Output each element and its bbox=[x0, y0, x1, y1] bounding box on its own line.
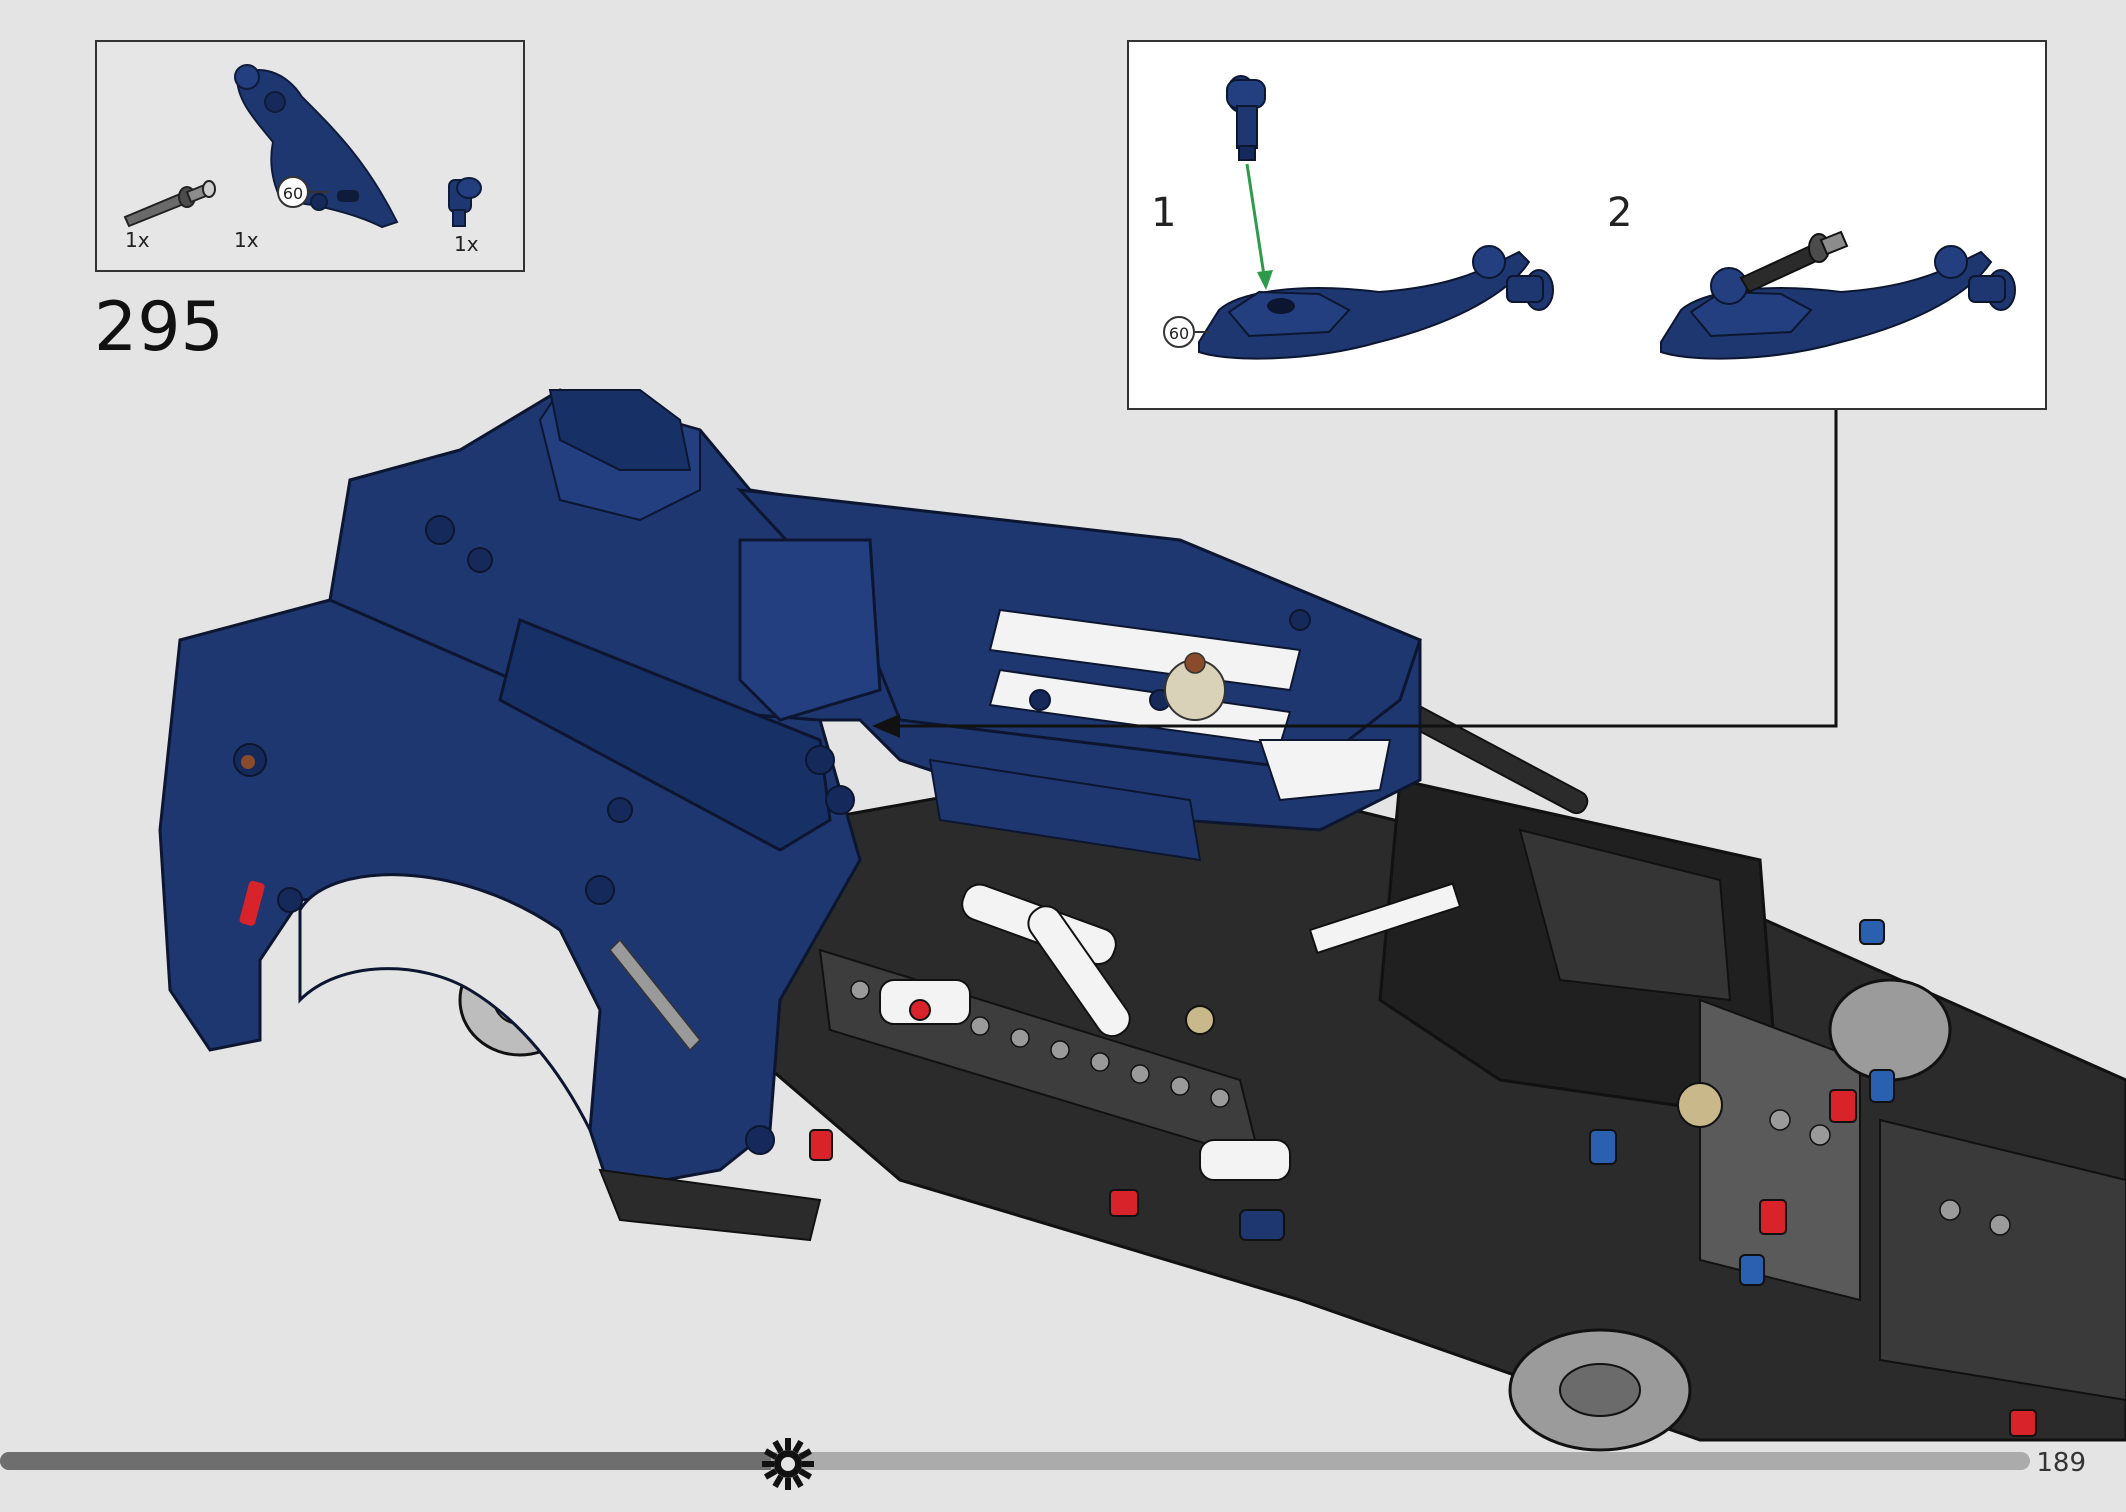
parts-list-box: 60 1x 1x 1x bbox=[95, 40, 525, 272]
substep-2-illustration bbox=[1660, 230, 2016, 360]
substep-1-illustration: 60 bbox=[1163, 75, 1554, 360]
parts-list-illustration: 60 bbox=[123, 64, 482, 229]
curved-panel-part: 60 bbox=[234, 64, 399, 229]
quantity-label: 1x bbox=[125, 228, 150, 252]
progress-bar bbox=[0, 1452, 2030, 1470]
progress-fill bbox=[0, 1452, 772, 1470]
gear-icon bbox=[762, 1438, 814, 1490]
substep-callout-60: 60 bbox=[1169, 324, 1189, 343]
sub-assembly-callout: 1 2 60 bbox=[1127, 40, 2047, 410]
quantity-label: 1x bbox=[454, 232, 479, 256]
callout-illustration: 60 bbox=[1163, 75, 2016, 360]
substep-number: 1 bbox=[1151, 190, 1177, 236]
page-number: 189 bbox=[2036, 1448, 2086, 1478]
substep-number: 2 bbox=[1607, 190, 1633, 236]
axle-connector-part bbox=[448, 177, 482, 227]
parts-callout-60: 60 bbox=[283, 184, 303, 203]
quantity-label: 1x bbox=[234, 228, 259, 252]
axle-pin-part bbox=[123, 180, 216, 228]
step-number: 295 bbox=[94, 288, 224, 367]
placement-arrow bbox=[872, 410, 1838, 738]
blue-bodywork bbox=[158, 388, 1422, 1242]
